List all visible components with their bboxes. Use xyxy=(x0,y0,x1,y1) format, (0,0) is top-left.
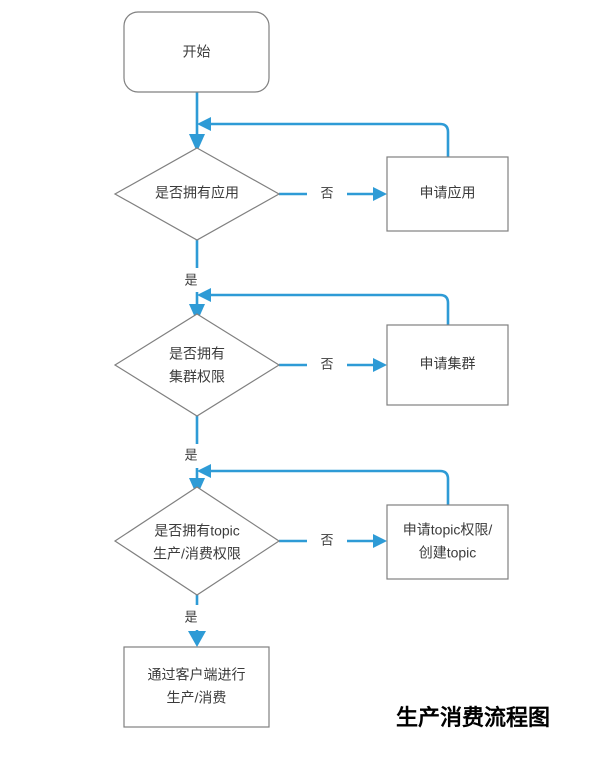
edge-label-no-app: 否 xyxy=(320,185,333,200)
node-process-apply-topic-label-line2: 创建topic xyxy=(419,545,477,561)
node-process-apply-application-label: 申请应用 xyxy=(420,185,476,201)
node-process-produce-consume-label-line1: 通过客户端进行 xyxy=(148,667,246,683)
edge-label-no-topic: 否 xyxy=(320,532,333,547)
node-decision-has-cluster-permission-label-line2: 集群权限 xyxy=(169,369,225,385)
node-decision-has-topic-permission[interactable]: 是否拥有topic 生产/消费权限 xyxy=(113,486,281,596)
node-process-produce-consume[interactable]: 通过客户端进行 生产/消费 xyxy=(123,646,270,728)
edge-decision-app-yes xyxy=(189,240,205,322)
edge-process-cluster-feedback xyxy=(197,288,450,325)
edge-decision-topic-yes xyxy=(188,595,206,647)
node-decision-has-topic-permission-label-line1: 是否拥有topic xyxy=(154,523,240,539)
node-process-apply-cluster-label: 申请集群 xyxy=(420,356,476,372)
edge-label-yes-app: 是 xyxy=(184,272,197,287)
node-decision-has-cluster-permission[interactable]: 是否拥有 集群权限 xyxy=(113,313,281,417)
node-start[interactable]: 开始 xyxy=(123,11,270,93)
node-decision-has-topic-permission-label-line2: 生产/消费权限 xyxy=(153,546,241,562)
edge-decision-app-no xyxy=(279,187,387,201)
edge-process-topic-feedback xyxy=(197,464,450,505)
edge-process-app-feedback xyxy=(197,117,450,157)
edge-label-no-cluster: 否 xyxy=(320,356,333,371)
node-decision-has-application-label: 是否拥有应用 xyxy=(155,185,239,201)
edge-decision-cluster-no xyxy=(279,358,387,372)
edge-decision-topic-no xyxy=(279,534,387,548)
edge-label-yes-cluster: 是 xyxy=(184,447,197,462)
node-process-produce-consume-label-line2: 生产/消费 xyxy=(167,690,227,706)
node-decision-has-application[interactable]: 是否拥有应用 xyxy=(113,147,281,241)
node-start-label: 开始 xyxy=(183,44,211,60)
node-process-apply-application[interactable]: 申请应用 xyxy=(386,156,509,232)
node-process-apply-topic-label-line1: 申请topic权限/ xyxy=(403,522,493,538)
edge-label-yes-topic: 是 xyxy=(184,609,197,624)
node-process-apply-topic[interactable]: 申请topic权限/ 创建topic xyxy=(386,504,509,580)
node-process-apply-cluster[interactable]: 申请集群 xyxy=(386,324,509,406)
node-decision-has-cluster-permission-label-line1: 是否拥有 xyxy=(169,346,225,362)
edge-start-to-decision-app xyxy=(189,92,205,152)
diagram-caption: 生产消费流程图 xyxy=(396,705,550,730)
